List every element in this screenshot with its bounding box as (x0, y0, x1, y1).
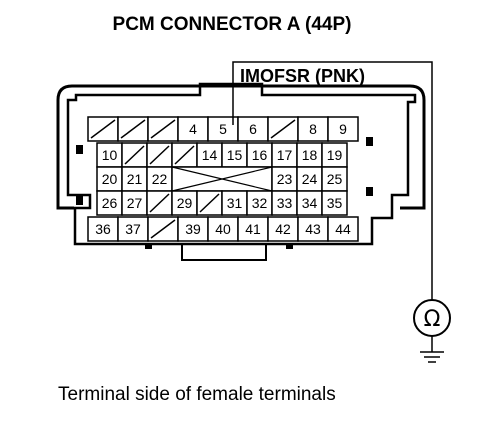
terminal-cell: 40 (207, 216, 239, 242)
terminal-cell: 36 (87, 216, 119, 242)
terminal-number: 42 (275, 221, 291, 237)
empty-terminal (171, 142, 198, 168)
empty-terminal (146, 190, 173, 216)
terminal-cell: 10 (96, 142, 123, 168)
empty-terminal (267, 116, 299, 142)
terminal-cell: 34 (296, 190, 323, 216)
empty-terminal (147, 116, 179, 142)
terminal-cell: 29 (171, 190, 198, 216)
terminal-number: 39 (185, 221, 201, 237)
terminal-number: 20 (102, 171, 118, 187)
terminal-number: 24 (302, 171, 318, 187)
terminal-cell: 21 (121, 166, 148, 192)
terminal-number: 8 (309, 121, 317, 137)
ohmmeter-icon: Ω (413, 299, 451, 337)
terminal-cell: 43 (297, 216, 329, 242)
terminal-number: 15 (227, 147, 243, 163)
terminal-cell: 19 (321, 142, 348, 168)
terminal-number: 32 (252, 195, 268, 211)
terminal-number: 16 (252, 147, 268, 163)
empty-terminal (196, 190, 223, 216)
terminal-cell: 23 (271, 166, 298, 192)
diagram-caption: Terminal side of female terminals (58, 384, 336, 405)
terminal-cell: 42 (267, 216, 299, 242)
empty-terminal (121, 142, 148, 168)
terminal-cell: 26 (96, 190, 123, 216)
terminal-number: 33 (277, 195, 293, 211)
terminal-number: 43 (305, 221, 321, 237)
empty-terminal (147, 216, 179, 242)
terminal-number: 17 (277, 147, 293, 163)
meter-symbol: Ω (424, 307, 441, 332)
probe-wire (232, 61, 433, 300)
terminal-cell: 32 (246, 190, 273, 216)
terminal-number: 35 (327, 195, 343, 211)
terminal-cell: 6 (237, 116, 269, 142)
terminal-cell: 33 (271, 190, 298, 216)
terminal-cell: 14 (196, 142, 223, 168)
terminal-number: 37 (125, 221, 141, 237)
terminal-number: 25 (327, 171, 343, 187)
blocked-terminals (171, 166, 273, 192)
terminal-cell: 44 (327, 216, 359, 242)
terminal-cell: 35 (321, 190, 348, 216)
ground-icon (420, 336, 444, 363)
terminal-cell: 9 (327, 116, 359, 142)
empty-terminal (87, 116, 119, 142)
terminal-cell: 31 (221, 190, 248, 216)
terminal-cell: 15 (221, 142, 248, 168)
terminal-cell: 27 (121, 190, 148, 216)
terminal-number: 19 (327, 147, 343, 163)
terminal-number: 23 (277, 171, 293, 187)
terminal-cell: 20 (96, 166, 123, 192)
terminal-number: 27 (127, 195, 143, 211)
terminal-number: 26 (102, 195, 118, 211)
empty-terminal (146, 142, 173, 168)
terminal-number: 36 (95, 221, 111, 237)
terminal-cell: 41 (237, 216, 269, 242)
diagram-title: PCM CONNECTOR A (44P) (113, 14, 352, 35)
terminal-cell: 22 (146, 166, 173, 192)
terminal-number: 29 (177, 195, 193, 211)
terminal-number: 44 (335, 221, 351, 237)
terminal-grid: 4 5 6 8 9 10 14 15 16 17 18 19 20 21 22 23 24 25 26 27 29 31 3… (87, 116, 359, 242)
terminal-number: 6 (249, 121, 257, 137)
connector-outline (56, 82, 426, 261)
terminal-number: 40 (215, 221, 231, 237)
terminal-cell: 24 (296, 166, 323, 192)
terminal-cell: 18 (296, 142, 323, 168)
terminal-cell: 25 (321, 166, 348, 192)
terminal-number: 5 (219, 121, 227, 137)
terminal-cell: 8 (297, 116, 329, 142)
terminal-number: 41 (245, 221, 261, 237)
terminal-number: 18 (302, 147, 318, 163)
terminal-number: 34 (302, 195, 318, 211)
terminal-cell: 4 (177, 116, 209, 142)
terminal-cell: 17 (271, 142, 298, 168)
terminal-number: 10 (102, 147, 118, 163)
terminal-number: 4 (189, 121, 197, 137)
terminal-cell: 37 (117, 216, 149, 242)
empty-terminal (117, 116, 149, 142)
terminal-number: 14 (202, 147, 218, 163)
wire-label: IMOFSR (PNK) (240, 66, 365, 86)
terminal-number: 22 (152, 171, 168, 187)
terminal-cell: 16 (246, 142, 273, 168)
terminal-cell: 39 (177, 216, 209, 242)
terminal-number: 21 (127, 171, 143, 187)
terminal-number: 9 (339, 121, 347, 137)
terminal-number: 31 (227, 195, 243, 211)
